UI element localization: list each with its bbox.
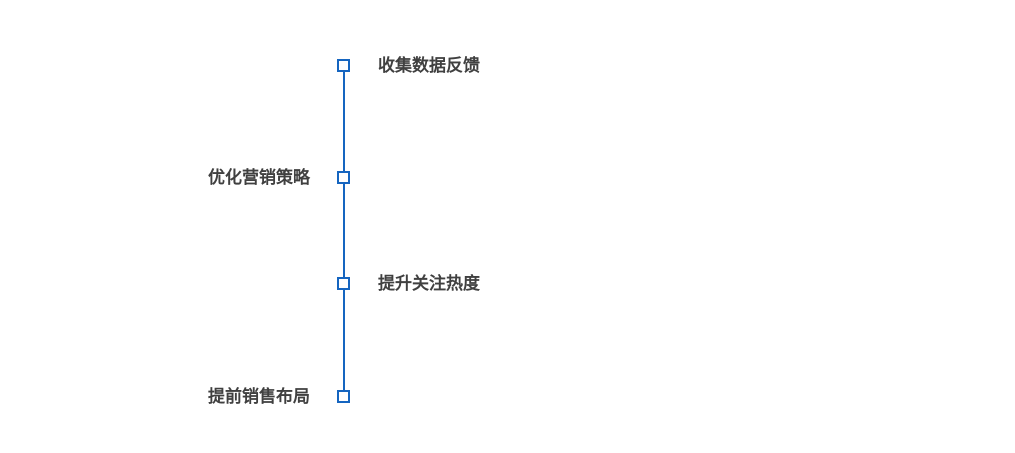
timeline-label: 收集数据反馈 (378, 56, 480, 75)
node-square-icon (337, 390, 350, 403)
timeline-label: 提前销售布局 (208, 387, 310, 406)
timeline-axis-line (343, 65, 345, 396)
timeline-label: 提升关注热度 (378, 274, 480, 293)
timeline-label: 优化营销策略 (208, 168, 310, 187)
node-square-icon (337, 59, 350, 72)
node-square-icon (337, 171, 350, 184)
node-square-icon (337, 277, 350, 290)
